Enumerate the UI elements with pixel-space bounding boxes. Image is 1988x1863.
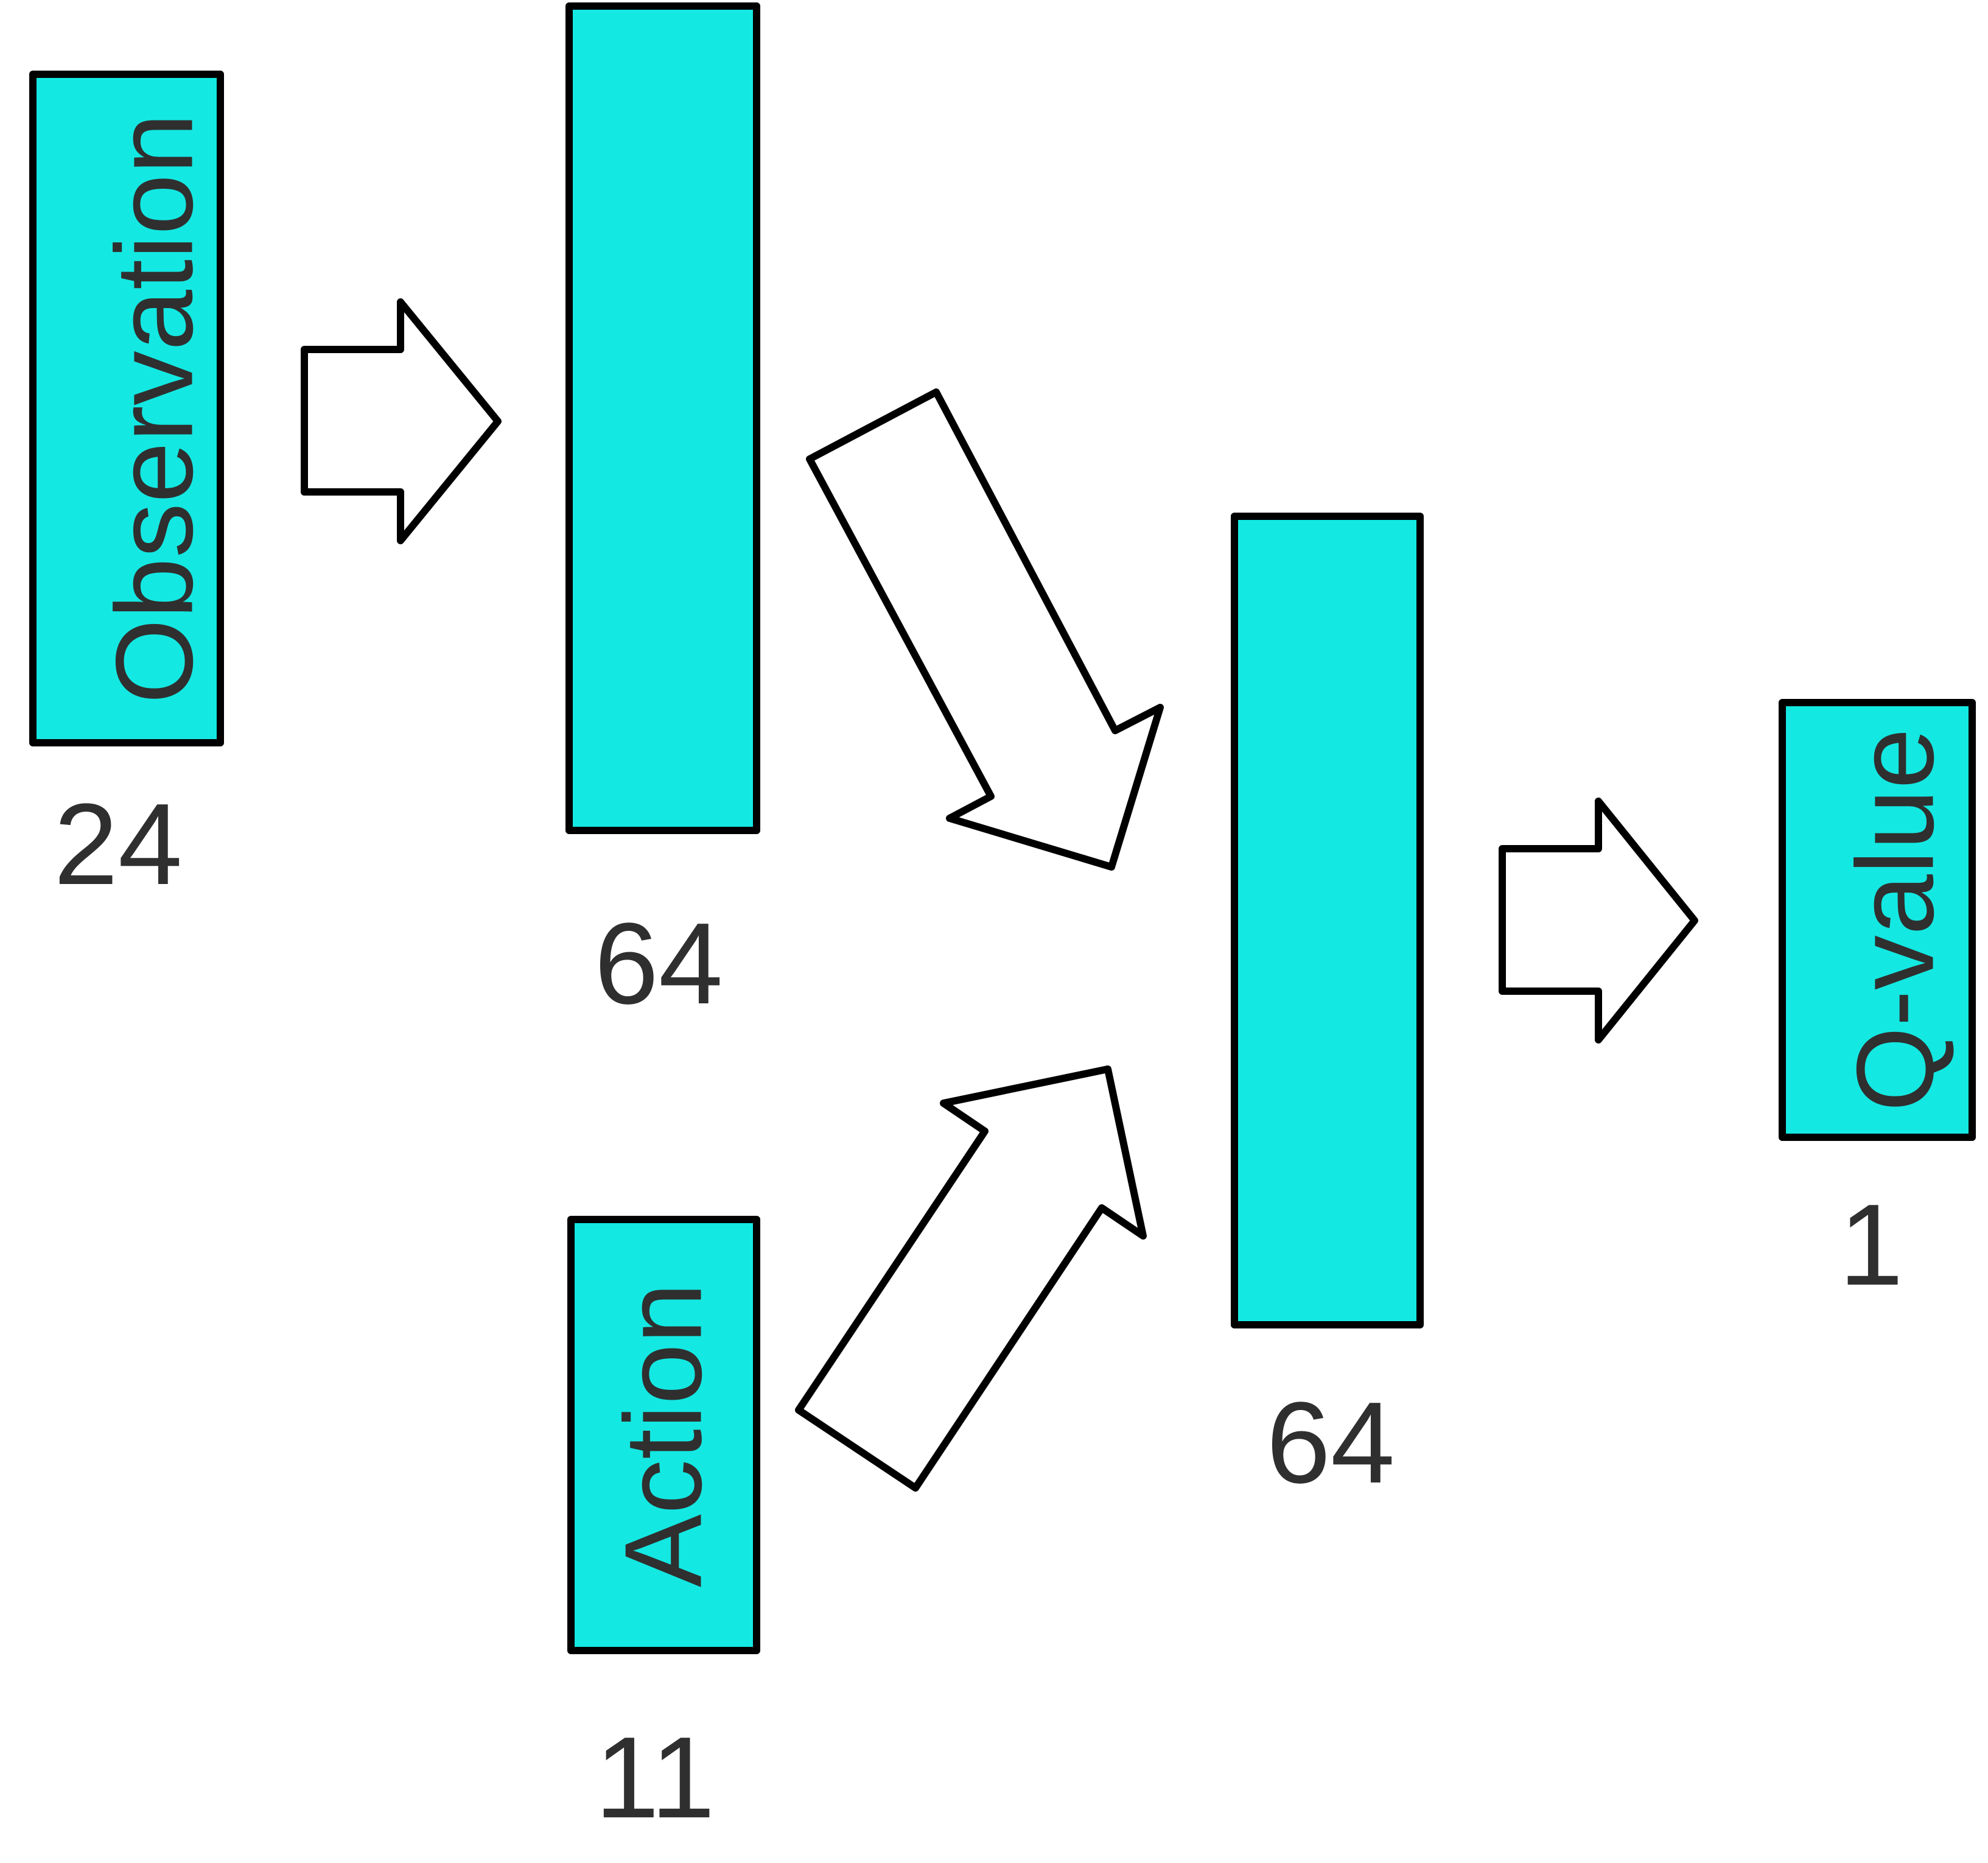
arrow-action-to-hidden2 — [795, 1065, 1147, 1492]
hidden-layer-1-size: 64 — [594, 899, 723, 1028]
arrow-observation-to-hidden1 — [301, 298, 502, 544]
observation-size: 24 — [54, 780, 182, 909]
observation-label: Observation — [94, 113, 216, 704]
observation-box — [29, 71, 224, 746]
hidden-layer-1-box — [565, 2, 760, 834]
action-box — [567, 1216, 760, 1654]
action-label: Action — [603, 1283, 725, 1587]
q-value-size: 1 — [1839, 1181, 1903, 1310]
hidden-layer-2-box — [1231, 513, 1424, 1328]
arrow-hidden2-to-qvalue — [1499, 798, 1698, 1044]
observation-layer: Observation — [29, 71, 224, 746]
action-layer: Action — [567, 1216, 760, 1654]
hidden-layer-2-size: 64 — [1266, 1378, 1395, 1507]
q-value-box — [1779, 699, 1976, 1141]
q-value-label: Q-value — [1835, 728, 1957, 1112]
action-size: 11 — [595, 1713, 715, 1842]
arrow-hidden1-to-hidden2 — [806, 388, 1164, 871]
output-layer: Q-value — [1779, 699, 1976, 1141]
